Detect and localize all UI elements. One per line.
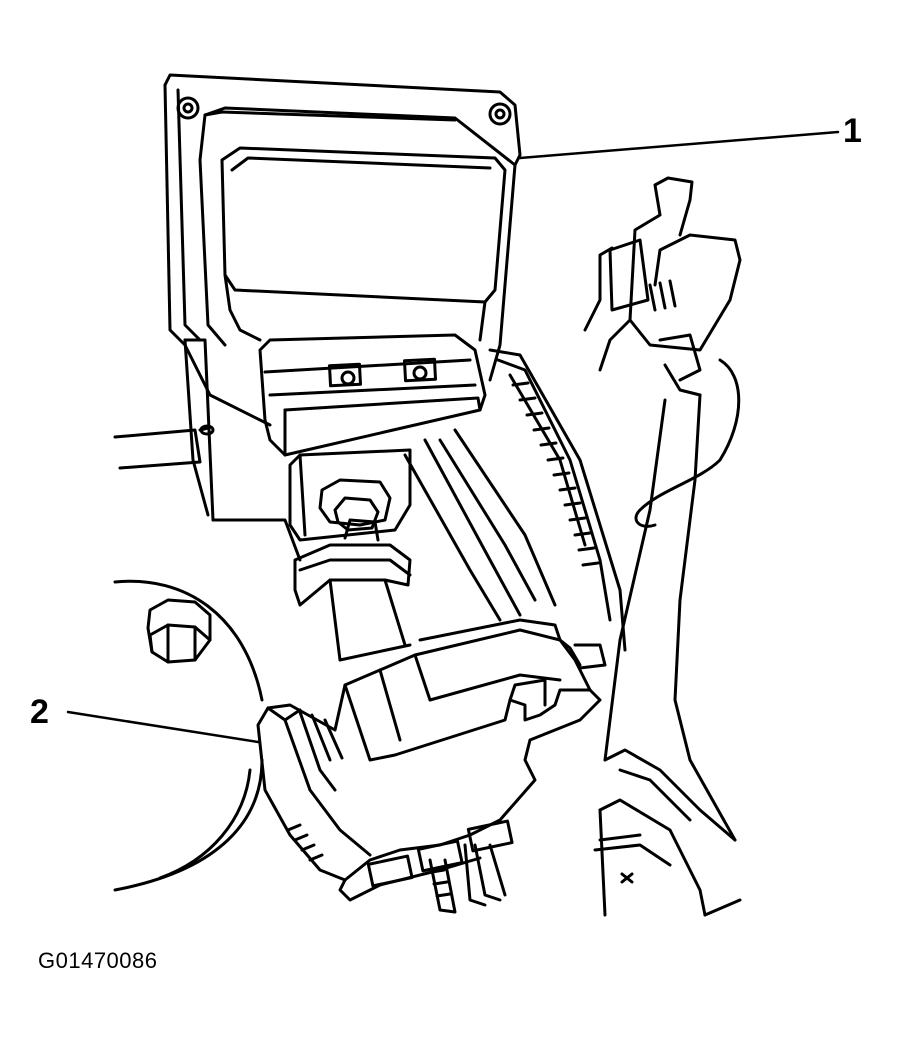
control-module (165, 75, 520, 455)
brake-lever (585, 178, 740, 915)
harness-connector (258, 620, 605, 912)
callout-label-1: 1 (843, 112, 862, 150)
leader-line-1 (520, 132, 838, 158)
leader-lines (68, 132, 838, 742)
center-channel (405, 350, 625, 650)
round-plate (115, 581, 262, 890)
leader-line-2 (68, 712, 258, 742)
shaft-clamp (295, 545, 410, 660)
figure-id-label: G01470086 (38, 948, 158, 973)
bolt-head (148, 600, 210, 662)
center-bracket (290, 450, 410, 540)
callout-label-2: 2 (30, 693, 49, 731)
